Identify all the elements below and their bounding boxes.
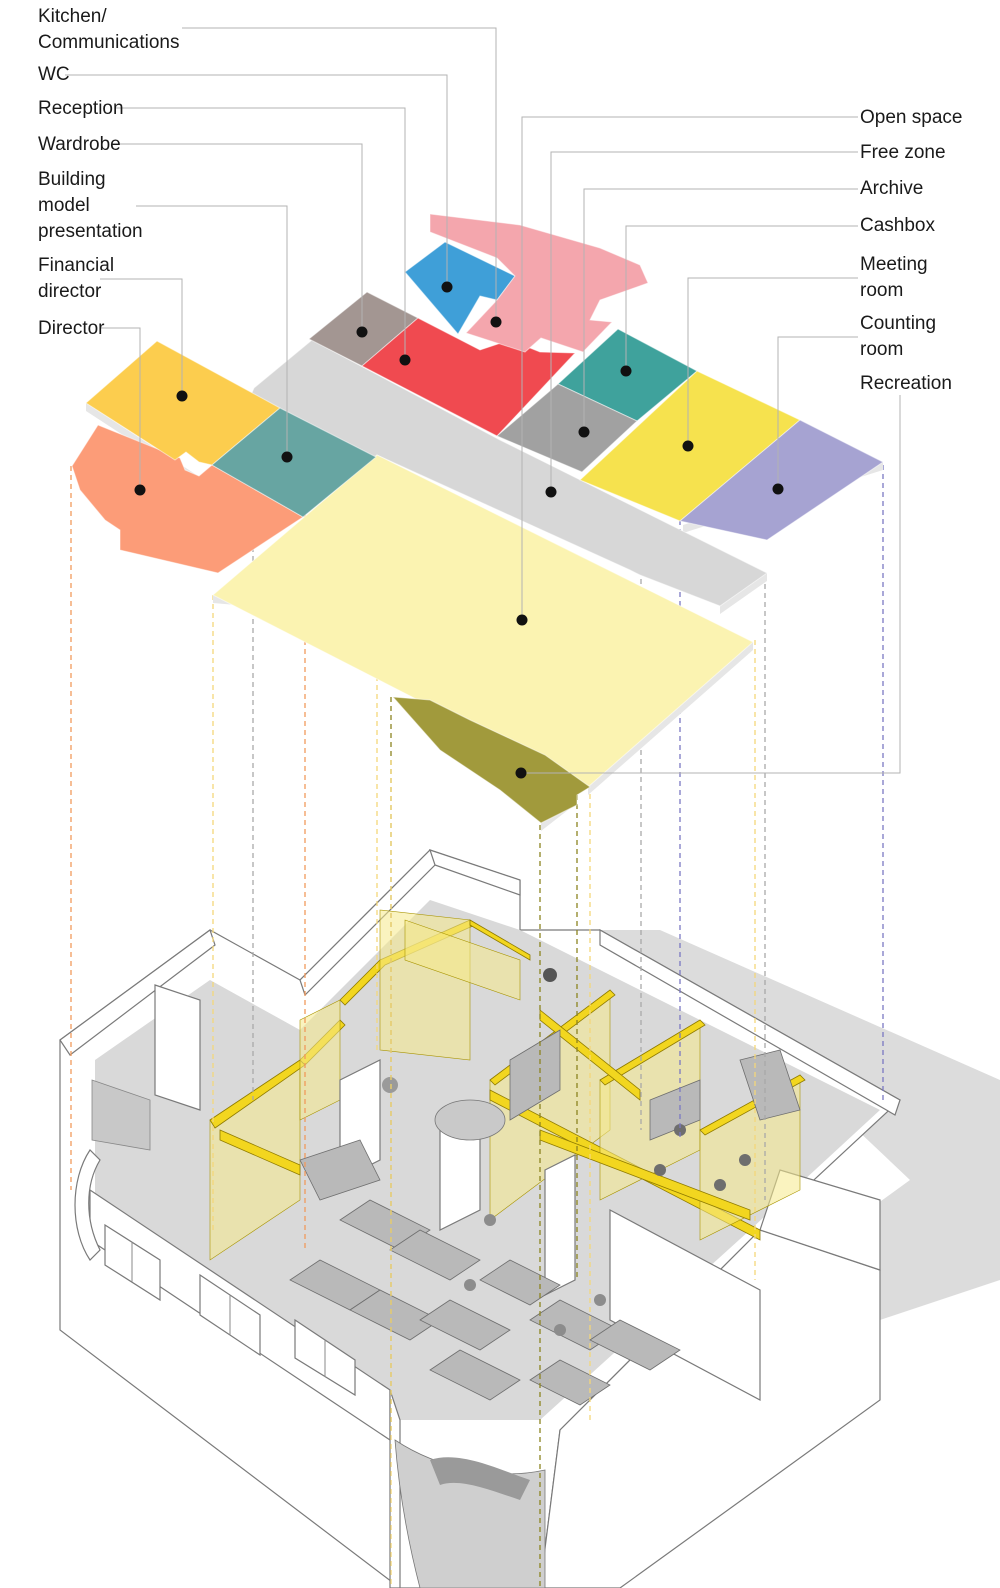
relief-panel	[91, 1079, 151, 1151]
zone-plan	[71, 213, 884, 831]
marker-kitchen	[490, 316, 502, 328]
label-openspace: Open space	[860, 107, 963, 128]
marker-wc	[441, 281, 453, 293]
zone-markers	[134, 281, 784, 779]
marker-cashbox	[620, 365, 632, 377]
marker-meeting	[682, 440, 694, 452]
leader-lines	[65, 27, 901, 774]
marker-director	[134, 484, 146, 496]
label-archive: Archive	[860, 178, 924, 199]
marker-counting	[772, 483, 784, 495]
label-wardrobe: Wardrobe	[38, 134, 121, 155]
building-model	[59, 849, 1000, 1588]
zone-model	[211, 407, 377, 518]
label-director: Director	[38, 318, 105, 339]
marker-openspace	[516, 614, 528, 626]
label-cashbox: Cashbox	[860, 215, 935, 236]
zone-kitchen	[429, 213, 649, 353]
marker-wardrobe	[356, 326, 368, 338]
projection-lines	[70, 460, 884, 1588]
zone-recreation	[391, 696, 591, 824]
zone-financial	[85, 340, 281, 466]
label-reception: Reception	[38, 98, 124, 119]
marker-freezone	[545, 486, 557, 498]
label-freezone: Free zone	[860, 142, 946, 163]
zone-director	[71, 424, 304, 574]
marker-model	[281, 451, 293, 463]
marker-recreation	[515, 767, 527, 779]
zone-archive	[496, 383, 638, 473]
marker-reception	[399, 354, 411, 366]
marker-archive	[578, 426, 590, 438]
label-wc: WC	[38, 64, 70, 85]
label-recreation: Recreation	[860, 373, 952, 394]
zone-counting	[678, 419, 884, 541]
front-windows	[104, 1223, 356, 1397]
marker-financial	[176, 390, 188, 402]
label-kitchen: Kitchen/Communications	[38, 6, 180, 53]
